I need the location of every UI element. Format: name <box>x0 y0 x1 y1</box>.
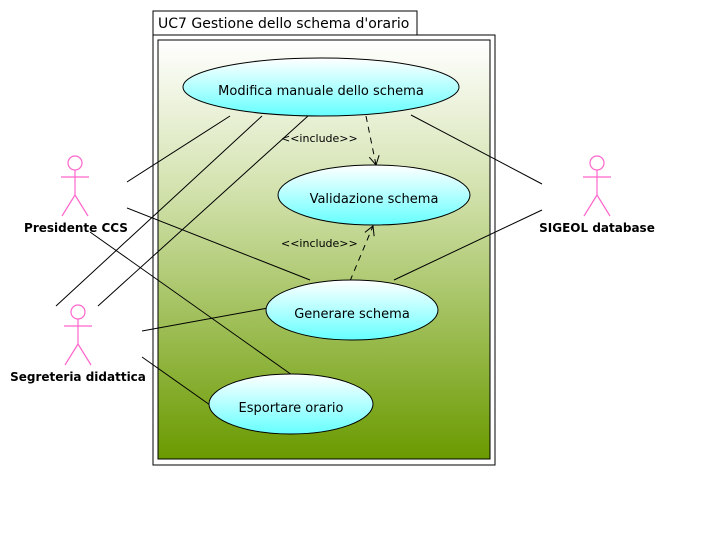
assoc-segreteria-modifica-1 <box>55 115 263 307</box>
include-dependencies: <<include>> <<include>> <box>281 115 380 282</box>
assoc-presidente-generare <box>126 207 311 281</box>
use-case-label: Modifica manuale dello schema <box>218 84 424 99</box>
actor-label: Presidente CCS <box>24 221 128 235</box>
use-case-generare[interactable]: Generare schema <box>265 279 439 341</box>
use-case-ellipse <box>265 279 439 341</box>
associations <box>55 114 543 406</box>
assoc-segreteria-esportare <box>141 356 211 406</box>
include-modifica-validazione <box>365 115 380 167</box>
assoc-sigeol-modifica <box>410 114 543 185</box>
package-tab <box>152 10 418 36</box>
assoc-presidente-esportare <box>89 231 293 376</box>
use-case-esportare[interactable]: Esportare orario <box>208 373 374 435</box>
actor-label: Segreteria didattica <box>10 370 146 384</box>
use-case-ellipse <box>277 164 471 226</box>
use-case-label: Esportare orario <box>239 401 344 416</box>
use-case-ellipse <box>208 373 374 435</box>
package-title: UC7 Gestione dello schema d'orario <box>158 16 409 32</box>
include-label-2: <<include>> <box>281 237 358 250</box>
use-case-label: Validazione schema <box>310 192 439 207</box>
actor-presidente[interactable]: Presidente CCS <box>24 155 128 235</box>
use-case-label: Generare schema <box>294 307 410 322</box>
actor-sigeol[interactable]: SIGEOL database <box>539 155 655 235</box>
actor-figure-icon <box>64 304 92 366</box>
use-case-modifica[interactable]: Modifica manuale dello schema <box>182 57 460 117</box>
actor-label: SIGEOL database <box>539 221 655 235</box>
assoc-sigeol-generare <box>393 209 543 281</box>
actor-figure-icon <box>583 155 611 217</box>
assoc-segreteria-modifica-2 <box>97 115 309 307</box>
actor-segreteria[interactable]: Segreteria didattica <box>10 304 146 384</box>
include-generare-validazione <box>349 225 375 282</box>
use-case-ellipse <box>182 57 460 117</box>
assoc-presidente-modifica <box>126 115 231 183</box>
actor-figure-icon <box>61 155 89 217</box>
assoc-segreteria-generare <box>141 307 269 332</box>
include-label-1: <<include>> <box>281 132 358 145</box>
use-case-validazione[interactable]: Validazione schema <box>277 164 471 226</box>
system-boundary: UC7 Gestione dello schema d'orario <box>152 10 496 466</box>
